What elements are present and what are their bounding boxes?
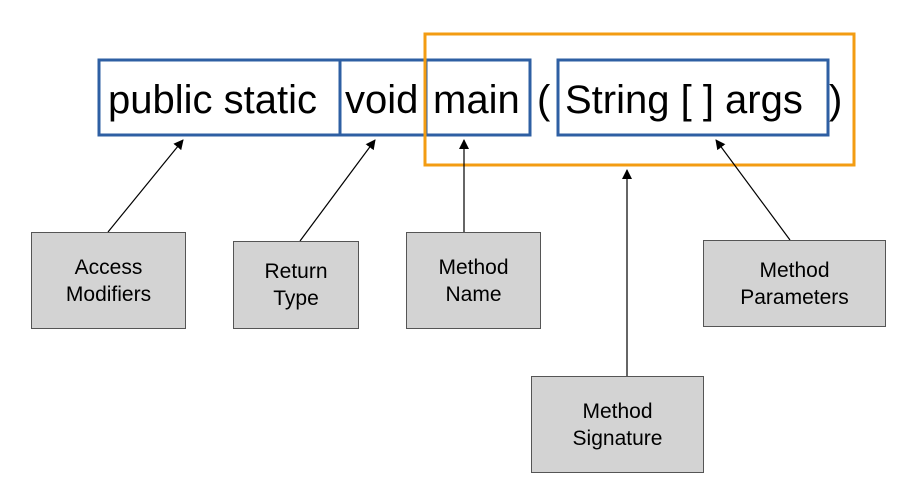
method-parameters-label: Method Parameters [703, 240, 886, 327]
code-void: void [345, 78, 419, 122]
method-name-label-line2: Name [445, 282, 502, 306]
method-signature-label-line1: Method [582, 399, 653, 423]
access-modifiers-label: Access Modifiers [31, 232, 186, 329]
code-open-paren: ( [537, 78, 551, 122]
code-public-static: public static [108, 78, 317, 122]
return-type-label-line2: Type [273, 287, 319, 310]
access-modifiers-label-line2: Modifiers [65, 282, 152, 306]
method-parameters-label-line1: Method [759, 258, 830, 282]
method-signature-label-line2: Signature [572, 426, 663, 450]
method-signature-label: Method Signature [531, 376, 704, 473]
method-name-label-line1: Method [438, 255, 509, 279]
access-modifiers-arrow [107, 139, 184, 233]
method-parameters-box [556, 58, 830, 137]
method-parameters-arrow [715, 139, 791, 241]
method-name-label: Method Name [406, 232, 541, 329]
method-signature-box [423, 32, 856, 167]
access-modifiers-label-line1: Access [74, 255, 143, 279]
code-params: String [ ] args [565, 78, 803, 122]
return-type-label-line1: Return [264, 260, 328, 283]
code-close-paren: ) [829, 78, 843, 122]
code-main: main [433, 78, 520, 122]
return-type-arrow [299, 139, 376, 242]
return-type-label: Return Type [233, 241, 359, 329]
method-parameters-label-line2: Parameters [740, 285, 849, 309]
